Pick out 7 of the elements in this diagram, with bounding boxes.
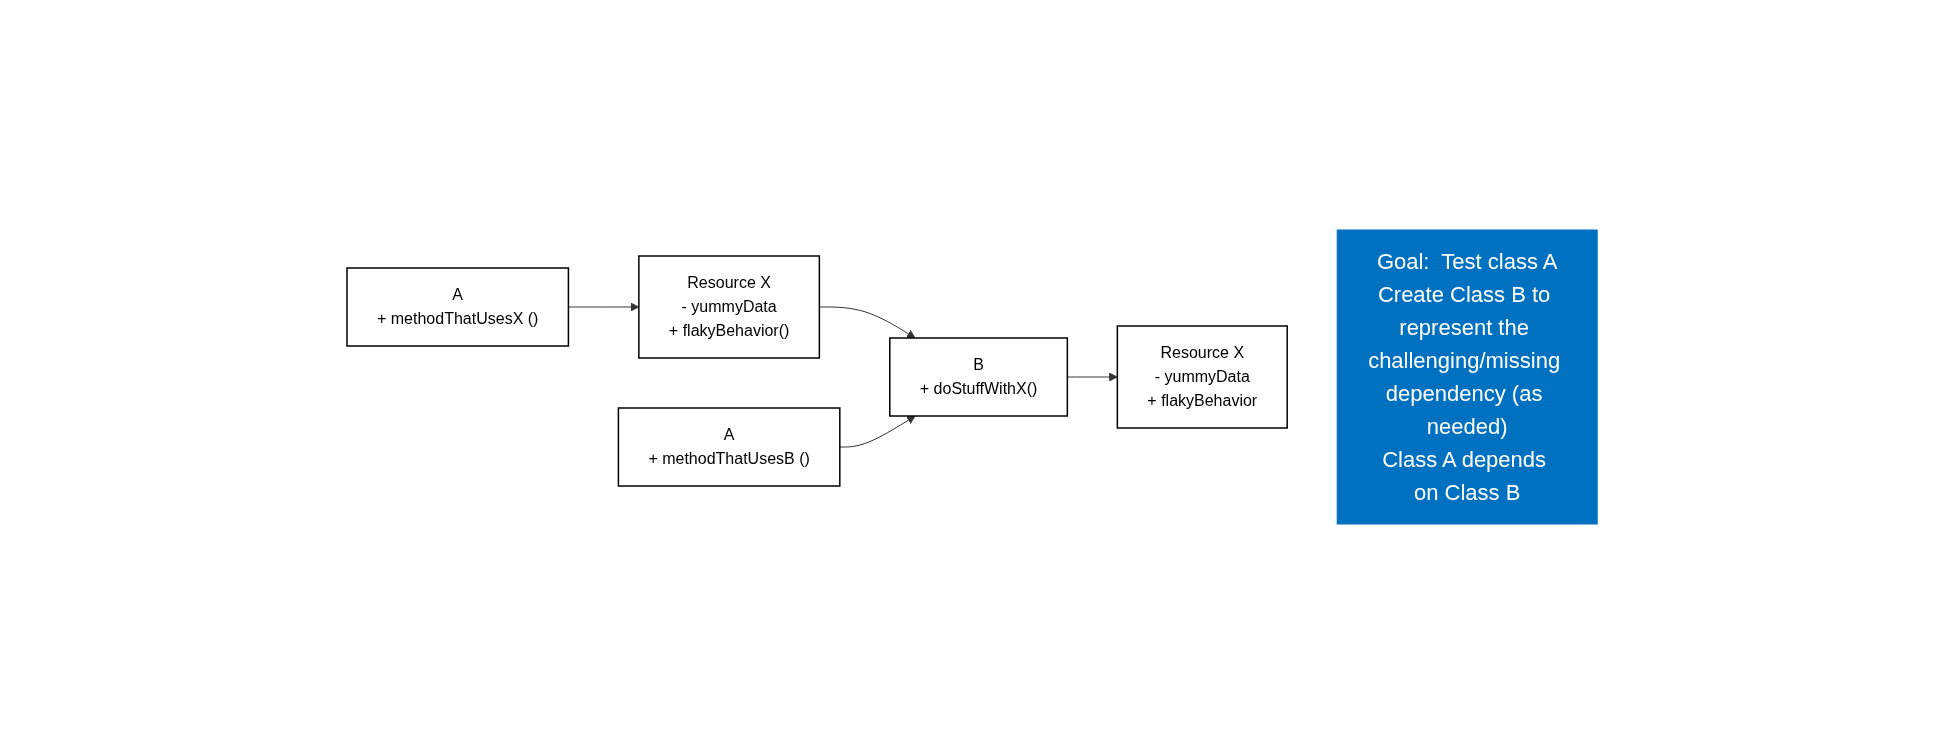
arrow: [839, 415, 916, 447]
node-box: Resource X - yummyData + flakyBehavior: [1116, 324, 1288, 429]
node-box: A + methodThatUsesX (): [346, 266, 570, 347]
node-box: Resource X - yummyData + flakyBehavior(): [638, 254, 820, 359]
node-box: A + methodThatUsesB (): [617, 406, 841, 487]
node-box: B + doStuffWithX(): [888, 336, 1068, 417]
node-box: Goal: Test class A Create Class B to represent the challenging/missing dependency (as needed) Class A depends on Class B: [1336, 229, 1598, 524]
